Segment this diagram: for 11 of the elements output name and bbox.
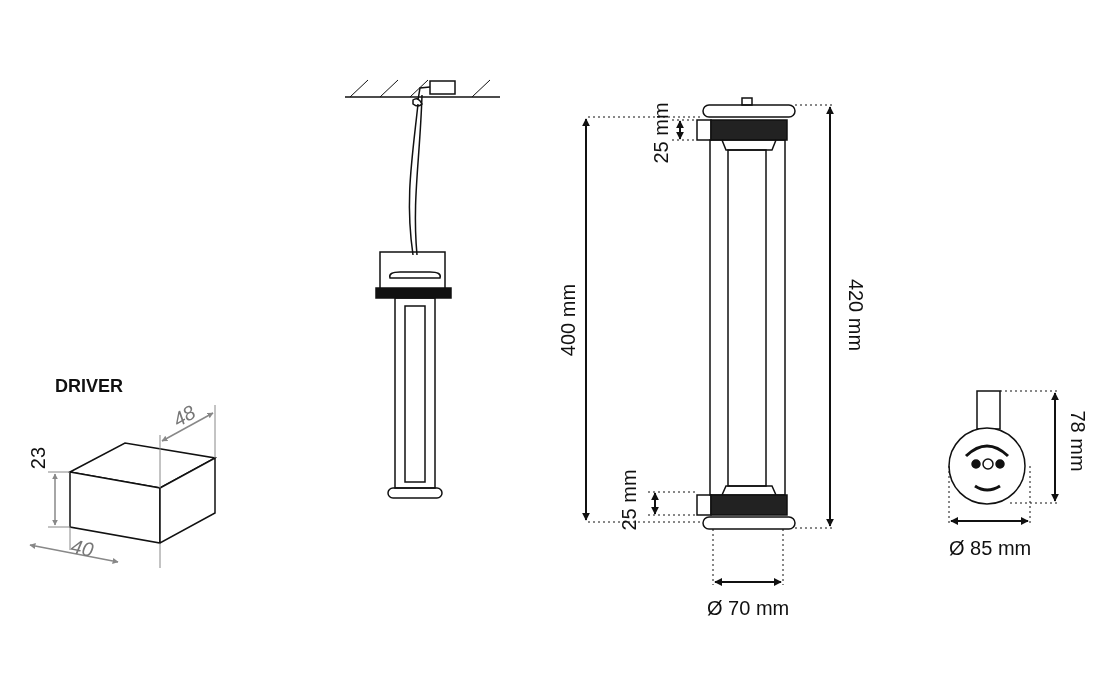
dimension-label: 23: [27, 446, 50, 470]
dimension-label: 48: [169, 400, 200, 432]
dimension-label: 40: [68, 534, 96, 562]
dimension-label: 25 mm: [649, 102, 672, 164]
dimension-label: 400 mm: [557, 283, 580, 357]
heading: DRIVER: [55, 375, 123, 397]
dimension-label: 420 mm: [845, 278, 868, 352]
dimension-label: 78 mm: [1066, 410, 1089, 472]
dimension-label: 25 mm: [617, 469, 640, 531]
dimension-label: Ø 85 mm: [949, 537, 1032, 559]
dimension-label: Ø 70 mm: [707, 597, 790, 619]
